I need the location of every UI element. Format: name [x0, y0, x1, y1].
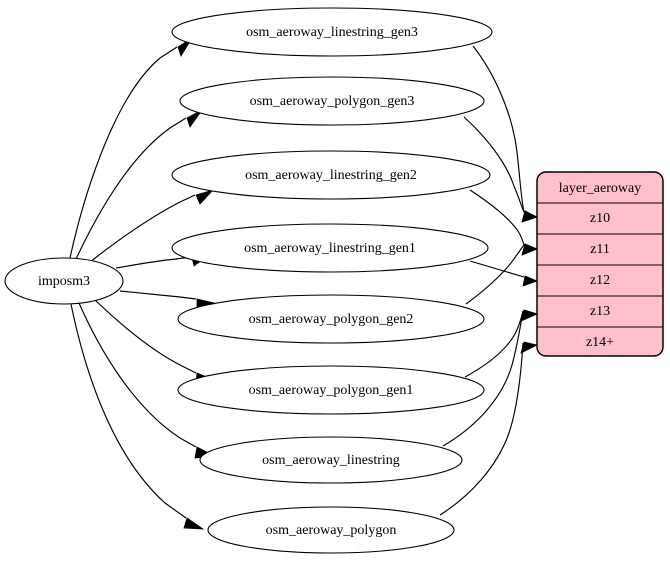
osm-aeroway-polygon-ellipse[interactable]: [207, 506, 455, 554]
osm-aeroway-polygon-gen3-label: osm_aeroway_polygon_gen3: [250, 94, 415, 109]
layer-aeroway-row-z14[interactable]: z14+: [586, 335, 614, 350]
layer-aeroway-row-z11[interactable]: z11: [590, 242, 610, 257]
node-osm_aeroway_linestring_gen3[interactable]: osm_aeroway_linestring_gen3: [171, 7, 493, 57]
node-layer-aeroway[interactable]: layer_aeroway z10 z11 z12 z13 z14+: [536, 171, 664, 357]
layer-aeroway-row-z13[interactable]: z13: [590, 304, 610, 319]
layer-aeroway-outline: [536, 171, 664, 357]
edge-imposm3-to-osm_aeroway_polygon_gen3: [75, 109, 203, 260]
edge-imposm3-to-osm_aeroway_polygon: [70, 303, 205, 530]
osm-aeroway-linestring-gen1-ellipse[interactable]: [171, 223, 489, 273]
edge-osm_aeroway_linestring_gen1-to-z12: [469, 260, 539, 287]
osm-aeroway-polygon-gen2-ellipse[interactable]: [177, 294, 485, 344]
layer-aeroway-body[interactable]: [536, 171, 664, 357]
osm-aeroway-polygon-label: osm_aeroway_polygon: [266, 523, 397, 538]
edge-osm_aeroway_polygon_gen2-to-z11: [465, 243, 539, 305]
layer-aeroway-row-z10[interactable]: z10: [590, 211, 610, 226]
osm-aeroway-polygon-gen1-label: osm_aeroway_polygon_gen1: [249, 383, 414, 398]
edge-osm_aeroway_polygon_gen3-to-z10: [463, 116, 539, 223]
node-imposm3[interactable]: imposm3: [4, 257, 124, 305]
osm-aeroway-linestring-gen2-label: osm_aeroway_linestring_gen2: [245, 168, 417, 183]
edge-osm_aeroway_polygon-to-z14: [439, 341, 539, 516]
edge-osm_aeroway_linestring-to-z13: [442, 309, 539, 447]
layer-aeroway-header-label: layer_aeroway: [559, 181, 641, 196]
osm-aeroway-polygon-gen3-ellipse[interactable]: [179, 76, 485, 126]
edge-group-tables-to-layer: [439, 45, 539, 516]
node-osm_aeroway_linestring[interactable]: osm_aeroway_linestring: [199, 436, 463, 484]
node-osm_aeroway_linestring_gen1[interactable]: osm_aeroway_linestring_gen1: [171, 223, 489, 273]
osm-aeroway-polygon-gen1-ellipse[interactable]: [177, 365, 485, 415]
node-osm_aeroway_polygon_gen3[interactable]: osm_aeroway_polygon_gen3: [179, 76, 485, 126]
osm-aeroway-linestring-gen3-label: osm_aeroway_linestring_gen3: [246, 25, 418, 40]
imposm3-ellipse[interactable]: [4, 257, 124, 305]
node-osm_aeroway_linestring_gen2[interactable]: osm_aeroway_linestring_gen2: [171, 150, 491, 200]
osm-aeroway-linestring-gen2-ellipse[interactable]: [171, 150, 491, 200]
osm-aeroway-polygon-gen2-label: osm_aeroway_polygon_gen2: [249, 312, 414, 327]
node-osm_aeroway_polygon[interactable]: osm_aeroway_polygon: [207, 506, 455, 554]
imposm3-label: imposm3: [38, 274, 90, 289]
osm-aeroway-linestring-gen1-label: osm_aeroway_linestring_gen1: [244, 241, 416, 256]
layer-aeroway-row-z12[interactable]: z12: [590, 273, 610, 288]
osm-aeroway-linestring-label: osm_aeroway_linestring: [262, 453, 400, 468]
edge-imposm3-to-osm_aeroway_linestring_gen2: [89, 189, 215, 263]
node-osm_aeroway_polygon_gen1[interactable]: osm_aeroway_polygon_gen1: [177, 365, 485, 415]
osm-aeroway-linestring-ellipse[interactable]: [199, 436, 463, 484]
node-osm_aeroway_polygon_gen2[interactable]: osm_aeroway_polygon_gen2: [177, 294, 485, 344]
osm-aeroway-linestring-gen3-ellipse[interactable]: [171, 7, 493, 57]
